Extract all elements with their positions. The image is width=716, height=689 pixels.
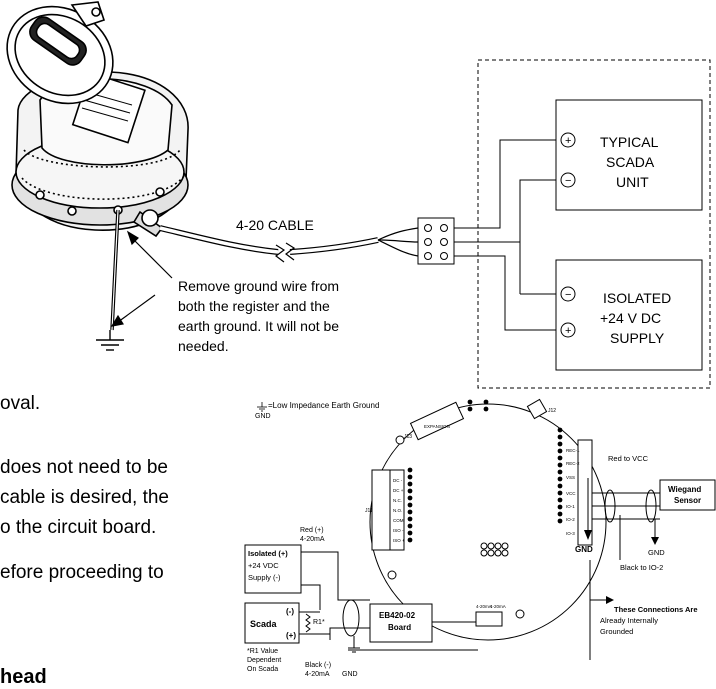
body-text-4: o the circuit board. [0,517,157,538]
supply-plus-glyph: + [565,325,571,337]
left-wiring [244,544,478,653]
right-pin-4: VCC [566,491,576,496]
left-pin-6: ISO - [393,528,404,533]
left-pin-3: N.C. [393,498,402,503]
red-label-2: 4-20mA [300,536,325,543]
meter-register-illustration [6,1,189,351]
j12-label: J12 [548,408,556,414]
cable-label: 4-20 CABLE [236,217,314,233]
gnd-legend-word: GND [255,413,271,420]
body-text-1: oval. [0,393,41,414]
gnd-bottom: GND [342,671,358,678]
gnd-legend: =Low Impedance Earth Ground [268,401,379,410]
connections-note-2: Already Internally [600,616,658,625]
black-label-1: Black (-) [305,662,331,669]
scada-unit-box [555,99,703,211]
scada-plus: (+) [286,631,296,640]
black-label-2: 4-20mA [305,671,330,678]
wiegand-line-2: Sensor [674,496,701,505]
isolated-box-line-1: Isolated (+) [248,549,288,558]
r1-note-2: Dependent [247,657,281,664]
gnd-legend-symbol [257,402,267,412]
terminal-block [417,217,455,265]
scada-line-3: UNIT [616,174,649,190]
right-pin-2: REC-2 [566,461,580,466]
center-component-grid [480,542,509,557]
j11-label: J11 [365,508,373,514]
r1-note-3: On Scada [247,666,278,673]
red-label-1: Red (+) [300,527,324,534]
j13-label: J13 [404,434,412,440]
right-pin-6: IO-2 [566,517,575,522]
board-line-1: EB420-02 [379,611,416,620]
enclosure-wiring [454,139,568,331]
circuit-board [369,398,607,641]
callout-line-1: Remove ground wire from [178,278,339,294]
section-heading-fragment: head [0,666,47,688]
right-pin-3: VSS [566,475,575,480]
right-wiring [587,478,716,660]
body-text-5: efore proceeding to [0,562,164,583]
supply-minus-glyph: − [565,289,571,301]
gnd-right: GND [648,548,665,557]
right-pin-7: IO-3 [566,531,575,536]
black-to-io2: Black to IO-2 [620,563,663,572]
red-to-vcc: Red to VCC [608,454,649,463]
component-dots [407,399,563,543]
scada-line-2: SCADA [606,154,655,170]
callout-line-2: both the register and the [178,298,330,314]
4-20-cable [159,225,419,263]
r1-note-1: *R1 Value [247,648,278,655]
left-pin-2: DC + [393,488,404,493]
j1-label-2: 4-20mA [490,604,506,609]
body-text-2: does not need to be [0,457,168,478]
body-text-3: cable is desired, the [0,487,169,508]
left-pin-5: COM [393,518,404,523]
board-line-2: Board [388,623,411,632]
scada-minus-glyph: − [565,175,571,187]
callout-line-3: earth ground. It will not be [178,318,339,334]
left-pin-4: N.O. [393,508,402,513]
supply-line-1: ISOLATED [603,290,671,306]
callout-arrows [110,230,173,327]
j1-label-1: 4-20mA [476,604,492,609]
callout-line-4: needed. [178,338,229,354]
isolated-supply-box [555,259,703,371]
supply-line-2: +24 V DC [600,310,661,326]
wiegand-line-1: Wiegand [668,485,701,494]
supply-line-3: SUPPLY [610,330,665,346]
gnd-center: GND [575,545,593,554]
right-wiring-arrows [584,530,659,604]
scada-enclosure-dashed [477,59,711,389]
right-pin-5: IO-1 [566,504,575,509]
left-pin-1: DC - [393,478,403,483]
connections-note-1: These Connections Are [614,605,698,614]
isolated-box-line-2: +24 VDC [248,561,279,570]
expansion-label: EXPANSION [424,424,450,429]
scada-line-1: TYPICAL [600,134,659,150]
scada-minus: (-) [286,607,294,616]
scada-box-label: Scada [250,619,278,629]
left-pin-7: ISO + [393,538,405,543]
r1-label: R1* [313,619,325,626]
right-pin-1: REC-1 [566,448,580,453]
connections-note-3: Grounded [600,627,633,636]
scada-plus-glyph: + [565,135,571,147]
isolated-box-line-3: Supply (-) [248,573,281,582]
